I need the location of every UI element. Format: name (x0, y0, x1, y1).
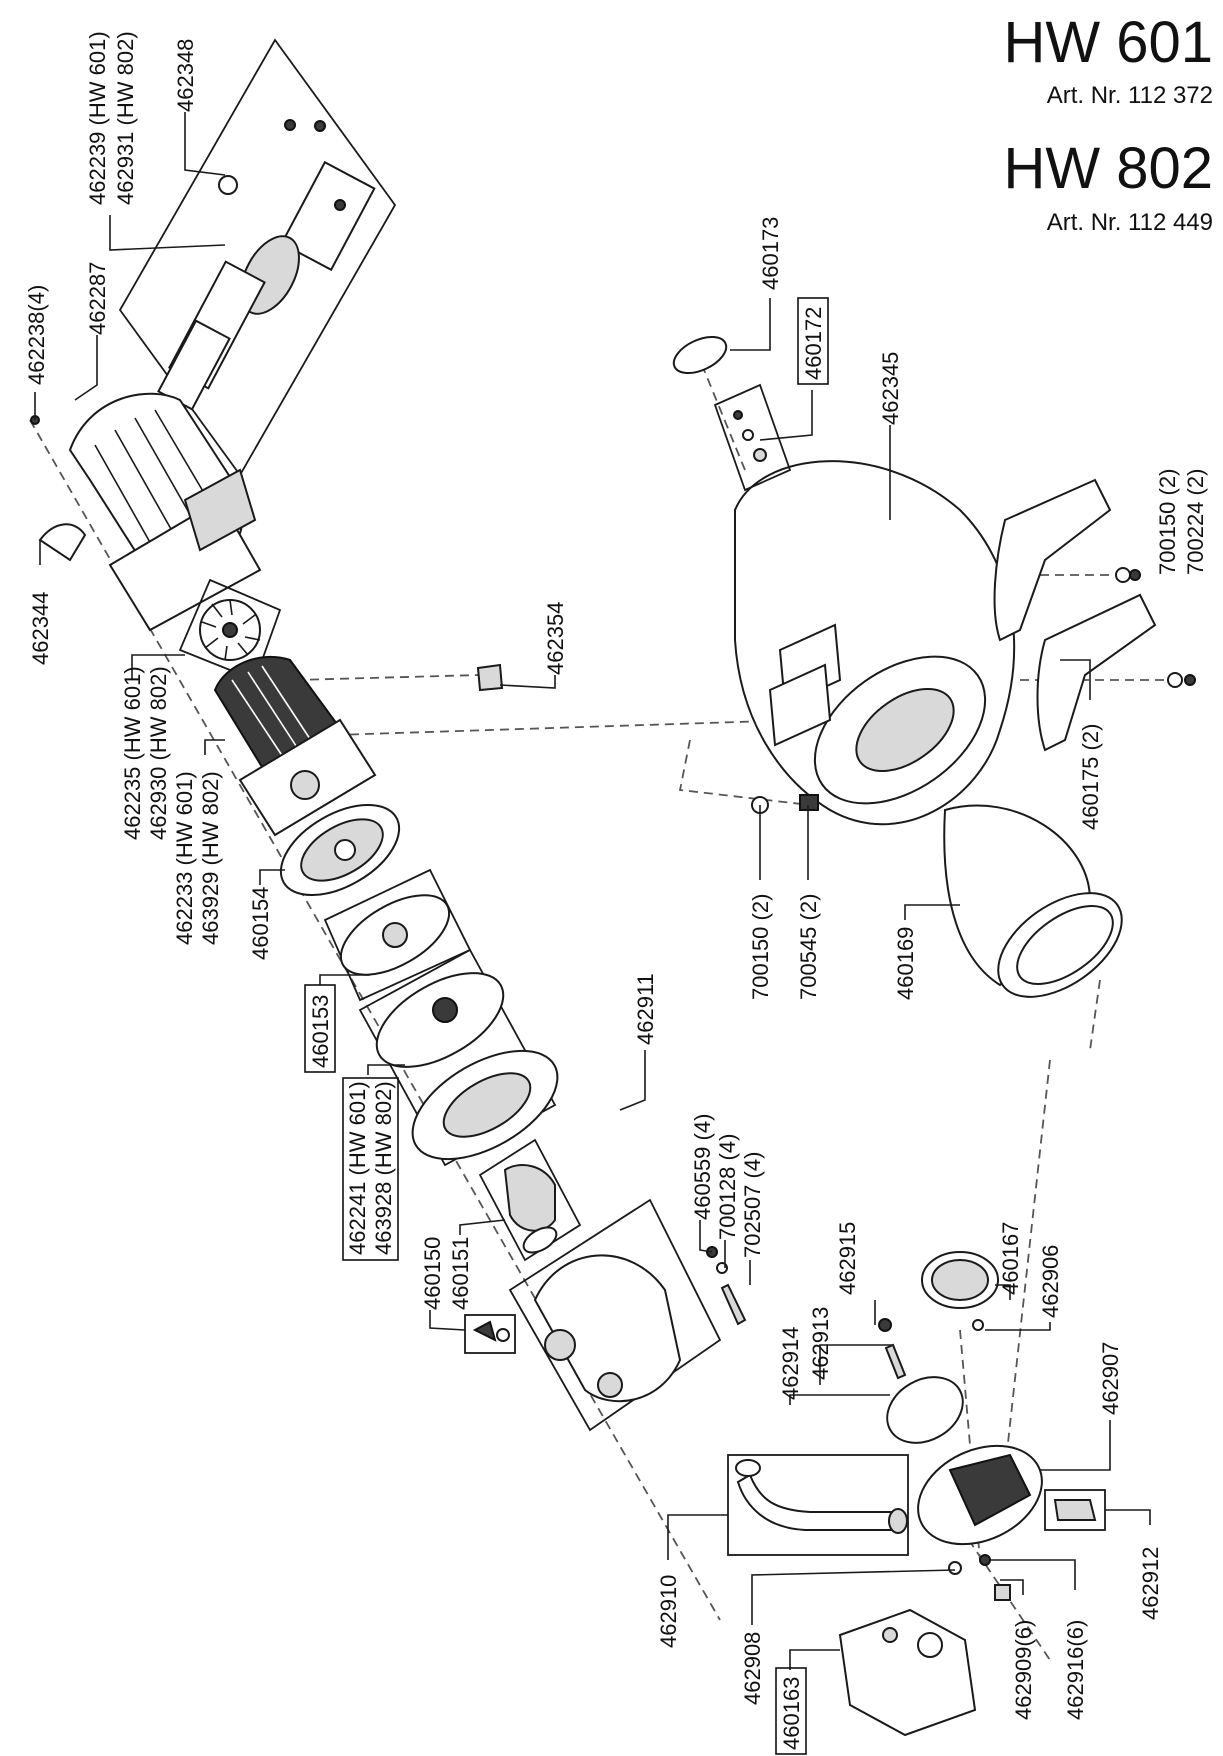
label-462287: 462287 (85, 262, 110, 335)
pressure-tank-assembly (734, 460, 1016, 826)
drain-plug (464, 1314, 516, 1354)
label-462233: 462233 (HW 601) (172, 771, 197, 945)
label-462912: 462912 (1138, 1547, 1163, 1620)
label-462908: 462908 (740, 1632, 765, 1705)
label-460154: 460154 (248, 887, 273, 960)
membrane-assembly (943, 804, 1123, 998)
leader-lines (39, 112, 1151, 1670)
label-463929: 463929 (HW 802) (198, 771, 223, 945)
label-462345: 462345 (878, 352, 903, 425)
label-462235: 462235 (HW 601) (120, 666, 145, 840)
label-460559: 460559 (4) (690, 1114, 715, 1220)
fan-assembly (178, 578, 282, 682)
label-463928: 463928 (HW 802) (371, 1081, 396, 1255)
label-700128: 700128 (4) (715, 1134, 740, 1240)
label-462916: 462916(6) (1063, 1620, 1088, 1720)
tank-foot (993, 478, 1112, 642)
motor-housing-assembly (38, 392, 262, 632)
label-462915: 462915 (835, 1222, 860, 1295)
label-700224: 700224 (2) (1183, 469, 1208, 575)
pump-body-assembly (508, 1198, 722, 1432)
label-700150-b: 700150 (2) (748, 894, 773, 1000)
label-462344: 462344 (28, 592, 53, 665)
motor-stator-assembly (213, 655, 377, 837)
motor-fan-bracket (183, 468, 257, 552)
label-462238: 462238(4) (24, 285, 49, 385)
small-items (30, 392, 504, 692)
label-462354: 462354 (543, 602, 568, 675)
connection-block (917, 1444, 1106, 1546)
label-702507: 702507 (4) (740, 1152, 765, 1258)
screw (334, 199, 346, 211)
model-title-hw802: HW 802 (1003, 136, 1213, 201)
label-700545: 700545 (2) (796, 894, 821, 1000)
pressure-switch-parts (878, 1318, 964, 1444)
label-460153: 460153 (308, 995, 333, 1068)
label-462241: 462241 (HW 601) (345, 1081, 370, 1255)
title-block: HW 601 Art. Nr. 112 372 HW 802 Art. Nr. … (1003, 10, 1213, 236)
label-700150-a: 700150 (2) (1155, 469, 1180, 575)
label-462931: 462931 (HW 802) (113, 31, 138, 205)
label-462930: 462930 (HW 802) (146, 666, 171, 840)
label-462907: 462907 (1098, 1342, 1123, 1415)
label-460172-box: 460172 (797, 297, 829, 385)
label-462909: 462909(6) (1011, 1620, 1036, 1720)
label-462906: 462906 (1038, 1245, 1063, 1318)
cable-gland (218, 175, 238, 195)
housing-screws (706, 1246, 747, 1326)
label-460167: 460167 (998, 1222, 1023, 1295)
mechanical-seal (279, 803, 401, 897)
pressure-switch-box (838, 1608, 977, 1737)
ejector-assembly (478, 1138, 582, 1262)
article-number-hw802: Art. Nr. 112 449 (1047, 209, 1213, 236)
label-460153-box: 460153 (304, 984, 336, 1073)
label-462913: 462913 (808, 1307, 833, 1380)
label-460173: 460173 (758, 217, 783, 290)
label-460150: 460150 (420, 1237, 445, 1310)
pipe-assembly (727, 1454, 909, 1556)
small-fittings (948, 1554, 1011, 1601)
label-462911: 462911 (633, 973, 658, 1045)
tank-valve-assembly (672, 335, 792, 492)
terminal-box-assembly (118, 38, 397, 477)
label-460169: 460169 (893, 927, 918, 1000)
pressure-switch (838, 1608, 977, 1737)
label-462910: 462910 (656, 1575, 681, 1648)
label-460172: 460172 (801, 307, 826, 380)
label-462348: 462348 (173, 39, 198, 112)
pressure-gauge (921, 1251, 999, 1331)
pipe (736, 1473, 896, 1531)
tank-foot (1036, 593, 1157, 752)
model-title-hw601: HW 601 (1003, 10, 1213, 75)
part-labels: 462348 462239 (HW 601) 462931 (HW 802) 4… (24, 31, 1208, 1755)
label-460175: 460175 (2) (1078, 724, 1103, 830)
pump-body (533, 1254, 682, 1403)
tank-screws (751, 794, 819, 814)
screw (284, 119, 296, 131)
label-460163: 460163 (779, 1677, 804, 1750)
impeller-stack (323, 868, 559, 1167)
screw (314, 120, 326, 132)
label-462239: 462239 (HW 601) (85, 31, 110, 205)
cable-clip (38, 523, 87, 562)
terminal-box-cover (280, 160, 376, 272)
label-462241-box: 462241 (HW 601) 463928 (HW 802) (342, 1077, 399, 1261)
tank-feet (993, 478, 1196, 752)
label-460151: 460151 (448, 1237, 473, 1310)
ejector (503, 1164, 556, 1232)
valve-cap (672, 335, 728, 375)
article-number-hw601: Art. Nr. 112 372 (1047, 82, 1213, 109)
label-462914: 462914 (778, 1327, 803, 1400)
label-460163-box: 460163 (775, 1667, 807, 1755)
